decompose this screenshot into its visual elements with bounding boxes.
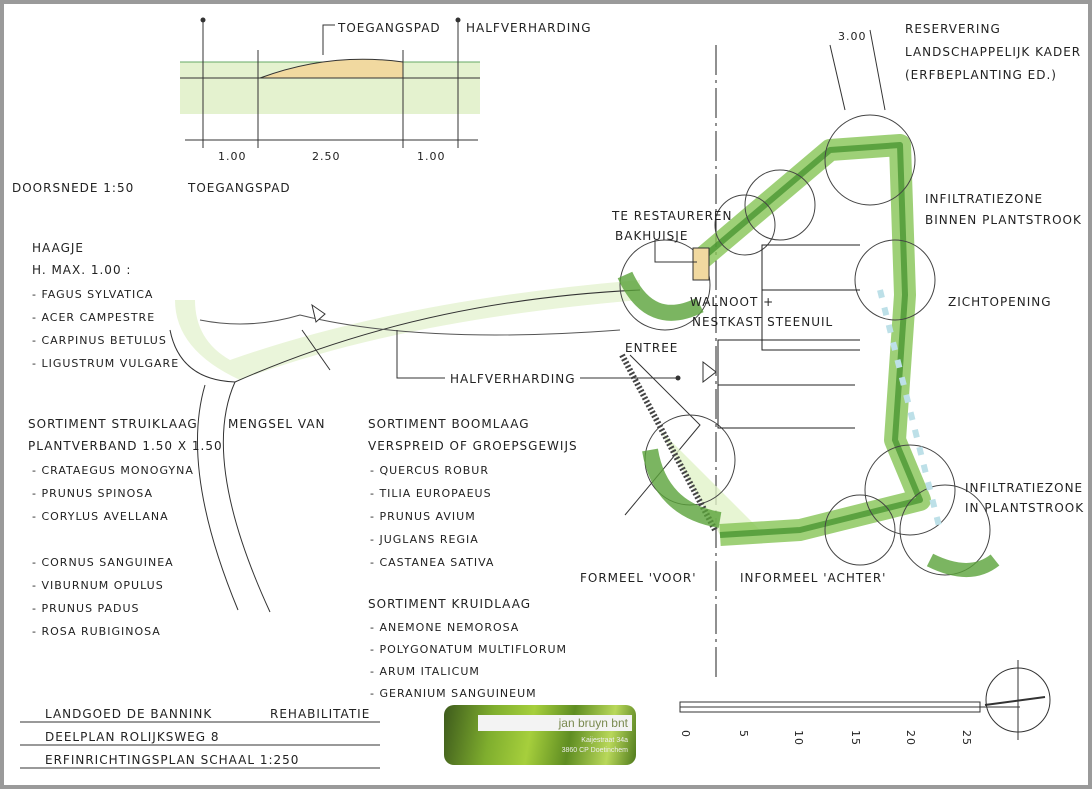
project-type: REHABILITATIE bbox=[270, 707, 370, 721]
infiltration-top-2: BINNEN PLANTSTROOK bbox=[925, 213, 1082, 227]
label-toegangspad: TOEGANGSPAD bbox=[337, 21, 441, 35]
shrub-list: SORTIMENT STRUIKLAAG MENGSEL VAN PLANTVE… bbox=[28, 417, 326, 638]
scale-bar: 0 5 10 15 20 25 bbox=[679, 660, 1051, 746]
tree-item: - QUERCUS ROBUR bbox=[370, 464, 489, 477]
shrub-item: - PRUNUS SPINOSA bbox=[32, 487, 153, 500]
dim-right: 1.00 bbox=[417, 150, 446, 163]
shrub-mix: MENGSEL VAN bbox=[228, 417, 326, 431]
reservation-1: RESERVERING bbox=[905, 22, 1001, 36]
scale-tick: 5 bbox=[737, 730, 750, 738]
dim-center: 2.50 bbox=[312, 150, 341, 163]
herb-item: - GERANIUM SANGUINEUM bbox=[370, 687, 537, 700]
herb-list: SORTIMENT KRUIDLAAG - ANEMONE NEMOROSA -… bbox=[368, 597, 567, 700]
reservation-2: LANDSCHAPPELIJK KADER bbox=[905, 45, 1081, 59]
project-name: LANDGOED DE BANNINK bbox=[45, 707, 212, 721]
hedge-list: HAAGJE H. MAX. 1.00 : - FAGUS SYLVATICA … bbox=[32, 241, 179, 370]
section-caption-name: TOEGANGSPAD bbox=[187, 181, 291, 195]
shrub-item: - ROSA RUBIGINOSA bbox=[32, 625, 161, 638]
hedge-item: - LIGUSTRUM VULGARE bbox=[32, 357, 179, 370]
plan-scale: ERFINRICHTINGSPLAN SCHAAL 1:250 bbox=[45, 753, 299, 767]
shrub-item: - PRUNUS PADUS bbox=[32, 602, 140, 615]
logo-name: jan bruyn bnt bbox=[558, 716, 628, 730]
dim-3m: 3.00 bbox=[838, 30, 867, 43]
shrub-item: - CORNUS SANGUINEA bbox=[32, 556, 174, 569]
herb-item: - ANEMONE NEMOROSA bbox=[370, 621, 519, 634]
scale-tick: 10 bbox=[792, 730, 805, 746]
tree-subtitle: VERSPREID OF GROEPSGEWIJS bbox=[368, 439, 578, 453]
semi-paving-label: HALFVERHARDING bbox=[450, 372, 576, 386]
hedge-title: HAAGJE bbox=[32, 241, 84, 255]
herb-item: - POLYGONATUM MULTIFLORUM bbox=[370, 643, 567, 656]
walnut-1: WALNOOT + bbox=[690, 295, 774, 309]
bakhuisje bbox=[692, 247, 710, 281]
restore-1: TE RESTAUREREN bbox=[611, 209, 732, 223]
logo-address-2: 3860 CP Doetinchem bbox=[561, 747, 628, 754]
walnut-2: NESTKAST STEENUIL bbox=[692, 315, 833, 329]
tree-list: SORTIMENT BOOMLAAG VERSPREID OF GROEPSGE… bbox=[368, 417, 578, 569]
cross-section: TOEGANGSPAD HALFVERHARDING 1.00 2.50 1.0… bbox=[12, 17, 592, 195]
section-caption: DOORSNEDE 1:50 bbox=[12, 181, 134, 195]
shrub-item: - CRATAEGUS MONOGYNA bbox=[32, 464, 194, 477]
scale-tick: 15 bbox=[849, 730, 862, 746]
restore-2: BAKHUISJE bbox=[615, 229, 688, 243]
tree-item: - TILIA EUROPAEUS bbox=[370, 487, 492, 500]
shrub-item: - CORYLUS AVELLANA bbox=[32, 510, 169, 523]
entrance-label: ENTREE bbox=[625, 341, 678, 355]
scale-tick: 20 bbox=[904, 730, 917, 746]
subplan: DEELPLAN ROLIJKSWEG 8 bbox=[45, 730, 220, 744]
herb-title: SORTIMENT KRUIDLAAG bbox=[368, 597, 531, 611]
shrub-item: - VIBURNUM OPULUS bbox=[32, 579, 164, 592]
hedge-item: - CARPINUS BETULUS bbox=[32, 334, 167, 347]
scale-tick: 0 bbox=[679, 730, 692, 738]
shrub-title: SORTIMENT STRUIKLAAG bbox=[28, 417, 198, 431]
tree-item: - PRUNUS AVIUM bbox=[370, 510, 476, 523]
yard-plan: 3.00 RESERVERING LANDSCHAPPELIJK KADER (… bbox=[396, 22, 1084, 680]
informal-label: INFORMEEL 'ACHTER' bbox=[740, 571, 886, 585]
tree-title: SORTIMENT BOOMLAAG bbox=[368, 417, 530, 431]
tree-item: - JUGLANS REGIA bbox=[370, 533, 479, 546]
formal-label: FORMEEL 'VOOR' bbox=[580, 571, 697, 585]
office-logo: jan bruyn bnt Kaijestraat 34a 3860 CP Do… bbox=[444, 705, 636, 765]
hedge-item: - FAGUS SYLVATICA bbox=[32, 288, 153, 301]
hedge-height: H. MAX. 1.00 : bbox=[32, 263, 131, 277]
access-road bbox=[169, 280, 641, 613]
view-label: ZICHTOPENING bbox=[948, 295, 1052, 309]
infiltration-bottom-2: IN PLANTSTROOK bbox=[965, 501, 1084, 515]
title-block: LANDGOED DE BANNINK REHABILITATIE DEELPL… bbox=[20, 707, 380, 769]
tree-item: - CASTANEA SATIVA bbox=[370, 556, 494, 569]
infiltration-bottom-1: INFILTRATIEZONE bbox=[965, 481, 1083, 495]
reservation-3: (ERFBEPLANTING ED.) bbox=[905, 68, 1057, 82]
infiltration-top-1: INFILTRATIEZONE bbox=[925, 192, 1043, 206]
dim-left: 1.00 bbox=[218, 150, 247, 163]
shrub-subtitle: PLANTVERBAND 1.50 x 1.50 bbox=[28, 439, 223, 453]
scale-tick: 25 bbox=[960, 730, 973, 746]
herb-item: - ARUM ITALICUM bbox=[370, 665, 480, 678]
logo-address-1: Kaijestraat 34a bbox=[581, 737, 628, 744]
label-halfverharding: HALFVERHARDING bbox=[466, 21, 592, 35]
hedge-item: - ACER CAMPESTRE bbox=[32, 311, 155, 324]
